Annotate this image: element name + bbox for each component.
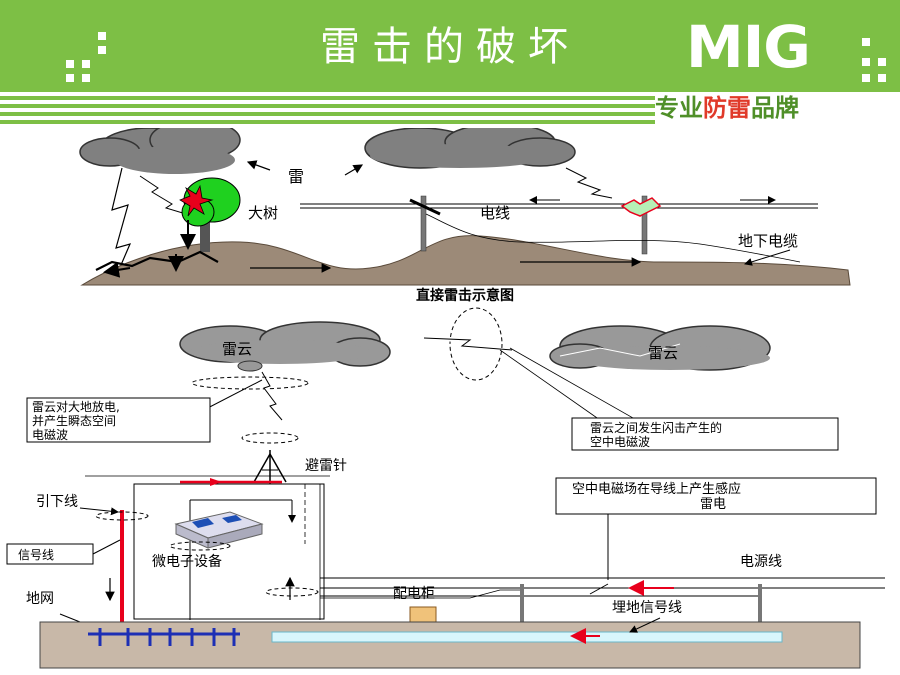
thundercloud-left [79, 128, 241, 174]
lightning-bolt-icon [261, 371, 283, 421]
ground-layer [39, 621, 861, 669]
ground-grid-rods [98, 628, 236, 646]
buried-signal-cable [271, 631, 783, 643]
lightning-bolt-icon [111, 167, 132, 273]
label-power-line: 电线 [480, 204, 510, 222]
header-stripe [0, 120, 655, 124]
callout-ground-discharge [26, 397, 211, 443]
label-signal-line: 信号线 [18, 548, 54, 562]
power-pole [758, 584, 762, 624]
label-buried-signal-line: 埋地信号线 [612, 600, 682, 616]
ground-mound [80, 235, 851, 286]
thundercloud-bottom-left [179, 321, 391, 372]
header-stripe [0, 104, 655, 108]
lightning-bolt-icon [565, 167, 613, 199]
power-pole [520, 584, 524, 624]
power-pole [420, 195, 427, 252]
building-outline [133, 483, 325, 620]
header-stripe [0, 112, 655, 116]
callout-cloud-flash [571, 417, 839, 451]
label-cloud-left: 雷云 [222, 340, 252, 358]
header-banner: 雷击的破坏 MIG 专业防雷品牌 [0, 0, 900, 128]
computer-equipment-icon [174, 511, 264, 549]
callout-induced-line: 雷电 [700, 497, 726, 512]
callout-ground-discharge-line: 电磁波 [32, 427, 68, 442]
callout-ground-discharge-line: 雷云对大地放电, [32, 399, 120, 414]
lightning-bolt-icon [139, 175, 187, 215]
spark-icon [620, 197, 662, 217]
label-ground-grid: 地网 [26, 591, 54, 607]
thundercloud-right [364, 128, 576, 169]
green-title-band [0, 0, 900, 92]
callout-induced-line: 空中电磁场在导线上产生感应 [572, 481, 741, 497]
header-stripe [0, 96, 655, 100]
page-title: 雷击的破坏 [320, 24, 580, 70]
label-thunder: 雷 [288, 167, 304, 186]
label-down-conductor: 引下线 [36, 494, 78, 510]
brand-slogan: 专业防雷品牌 [655, 92, 900, 124]
label-power-line: 电源线 [740, 554, 782, 570]
power-pole [641, 195, 648, 255]
label-lightning-rod: 避雷针 [305, 458, 347, 474]
label-distribution-cabinet: 配电柜 [393, 586, 435, 602]
callout-induced-lightning [555, 477, 877, 515]
induced-lightning-diagram: 雷云 雷云 雷云对大地放电, 并产生瞬态空间 电磁波 雷云之间发生闪击产生的 空… [6, 307, 885, 669]
thundercloud-bottom-right [549, 325, 771, 371]
caption-direct-strike: 直接雷击示意图 [416, 287, 514, 304]
label-big-tree: 大树 [248, 204, 278, 222]
tree-icon [179, 177, 241, 252]
label-cloud-right: 雷云 [648, 344, 678, 362]
callout-cloud-flash-line: 雷云之间发生闪击产生的 [590, 420, 722, 435]
callout-ground-discharge-line: 并产生瞬态空间 [32, 414, 116, 428]
direct-strike-diagram: 雷 大树 电线 地下电缆 直接雷击示意图 [79, 128, 851, 304]
lightning-damage-diagram: 雷 大树 电线 地下电缆 直接雷击示意图 雷云 雷云 [6, 128, 885, 669]
label-underground-cable: 地下电缆 [738, 232, 798, 250]
brand-logo: MIG [686, 13, 811, 81]
em-wave-field [449, 307, 503, 381]
callout-cloud-flash-line: 空中电磁波 [590, 434, 650, 449]
label-micro-equipment: 微电子设备 [152, 553, 222, 570]
